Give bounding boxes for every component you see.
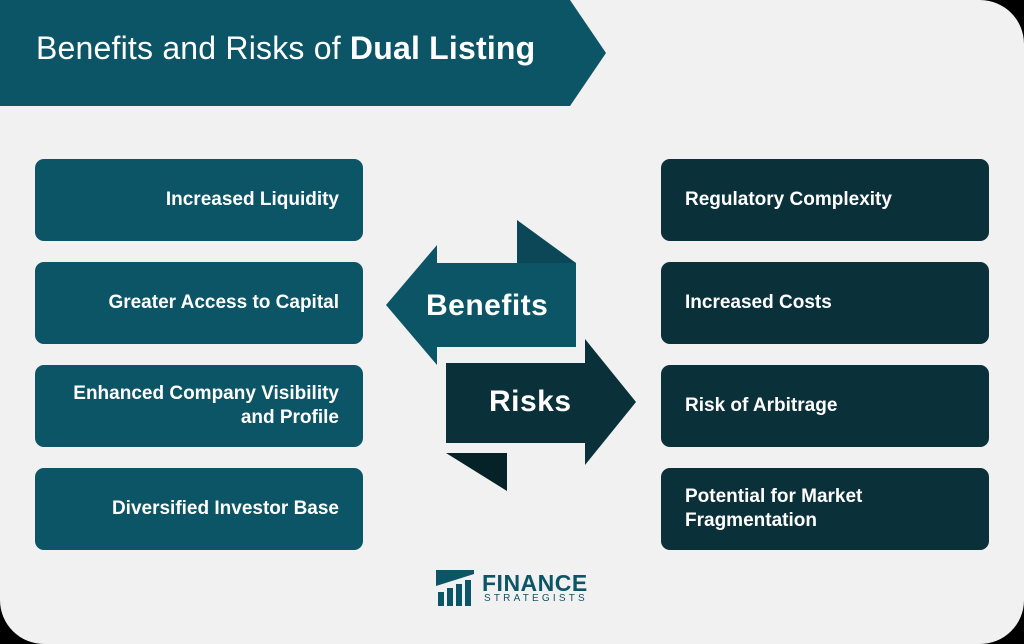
risks-arrow-icon: [446, 339, 636, 465]
benefit-text: Diversified Investor Base: [111, 498, 339, 519]
benefit-text: Greater Access to Capital: [108, 292, 339, 313]
benefit-text: Enhanced Company Visibility and Profile: [73, 383, 339, 428]
title-regular: Benefits and Risks of: [36, 30, 350, 66]
benefits-arrow-icon: [386, 245, 576, 365]
risk-box: Potential for Market Fragmentation: [661, 468, 989, 550]
benefit-text: Increased Liquidity: [165, 189, 339, 210]
risks-arrow-fold: [446, 453, 507, 491]
benefit-box: Greater Access to Capital: [35, 262, 363, 344]
risk-text: Risk of Arbitrage: [685, 395, 838, 416]
risk-box: Regulatory Complexity: [661, 159, 989, 241]
benefits-arrow-fold: [517, 220, 576, 263]
title-banner-shape: [0, 0, 606, 106]
risk-text: Potential for Market Fragmentation: [685, 486, 863, 531]
logo-main-text: FINANCE: [482, 570, 588, 596]
risk-text: Regulatory Complexity: [685, 189, 892, 210]
benefits-label: Benefits: [426, 289, 549, 322]
title-banner: Benefits and Risks of Dual Listing: [0, 0, 620, 106]
risks-label: Risks: [489, 385, 572, 418]
benefit-box: Enhanced Company Visibility and Profile: [35, 365, 363, 447]
risk-box: Risk of Arbitrage: [661, 365, 989, 447]
page-title: Benefits and Risks of Dual Listing: [36, 30, 535, 67]
finance-strategists-logo: FINANCE STRATEGISTS: [434, 564, 594, 608]
logo-sub-text: STRATEGISTS: [484, 593, 588, 604]
risk-box: Increased Costs: [661, 262, 989, 344]
benefit-box: Diversified Investor Base: [35, 468, 363, 550]
bar-chart-logo-icon: [436, 570, 474, 606]
risk-text: Increased Costs: [685, 292, 832, 313]
center-arrows: Benefits Risks: [380, 215, 640, 495]
benefit-box: Increased Liquidity: [35, 159, 363, 241]
arrows-graphic: [386, 220, 636, 491]
title-bold: Dual Listing: [349, 30, 536, 66]
